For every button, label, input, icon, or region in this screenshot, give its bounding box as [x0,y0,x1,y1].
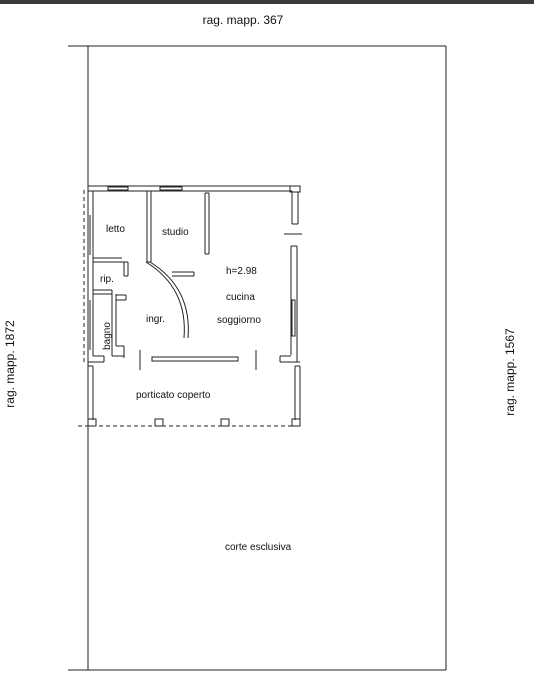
interior-walls [93,191,257,370]
room-label-porticato: porticato coperto [136,390,211,401]
neighbor-right-label: rag. mapp. 1567 [503,328,517,416]
neighbor-top-label: rag. mapp. 367 [203,13,284,27]
room-height-label: h=2.98 [226,266,257,277]
room-label-ingr: ingr. [146,314,165,325]
room-label-studio: studio [162,227,189,238]
room-label-rip: rip. [100,274,114,285]
room-label-soggiorno: soggiorno [217,315,261,326]
lot-boundary [68,45,447,671]
room-label-letto: letto [106,224,125,235]
room-label-cucina: cucina [226,292,255,303]
neighbor-left-label: rag. mapp. 1872 [3,320,17,408]
door-swing [145,261,189,339]
room-label-corte: corte esclusiva [225,542,292,553]
window-top-bar [0,0,534,4]
portico [87,365,301,427]
dashed-boundary [78,190,300,427]
room-label-bagno: bagno [102,322,113,350]
exterior-walls [87,185,302,363]
